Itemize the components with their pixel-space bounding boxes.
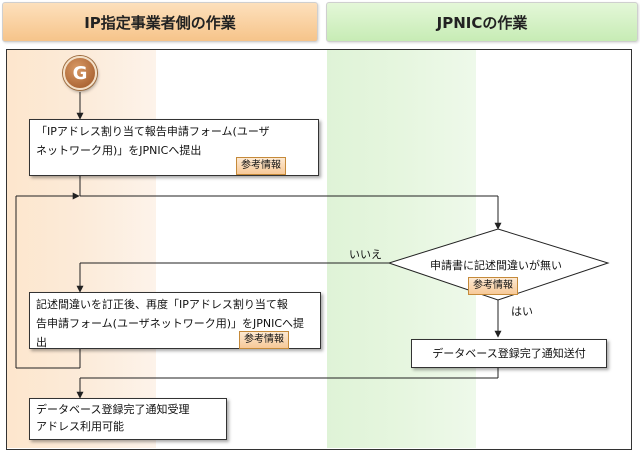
correct-resubmit-text-1: 記述間違いを訂正後、再度「IPアドレス割り当て報	[36, 298, 288, 311]
header-ip-registrar: IP指定事業者側の作業	[2, 2, 318, 42]
header-ip-registrar-label: IP指定事業者側の作業	[84, 13, 236, 32]
db-receive-text-2: アドレス利用可能	[36, 420, 124, 433]
db-notify-box: データベース登録完了通知送付	[411, 339, 607, 368]
correct-resubmit-text-2: 告申請フォーム(ユーザネットワーク用)」をJPNICへ提出	[36, 317, 305, 349]
header-jpnic: JPNICの作業	[326, 2, 638, 42]
header-jpnic-label: JPNICの作業	[436, 13, 528, 32]
branch-yes-label: はい	[511, 305, 533, 318]
reference-info-button-2[interactable]: 参考情報	[468, 277, 518, 295]
start-marker-g: G	[63, 56, 97, 90]
submit-form-text-2: ネットワーク用)」をJPNICへ提出	[36, 144, 202, 157]
db-receive-box: データベース登録完了通知受理 アドレス利用可能	[29, 398, 227, 440]
db-notify-text: データベース登録完了通知送付	[432, 347, 586, 360]
reference-info-button-3[interactable]: 参考情報	[239, 331, 289, 349]
correct-resubmit-box: 記述間違いを訂正後、再度「IPアドレス割り当て報 告申請フォーム(ユーザネットワ…	[29, 292, 321, 349]
decision-diamond	[387, 228, 610, 301]
reference-info-button-1[interactable]: 参考情報	[236, 157, 286, 175]
db-receive-text-1: データベース登録完了通知受理	[36, 403, 190, 416]
check-text: 申請書に記述間違いが無い	[430, 259, 562, 272]
submit-form-text-1: 「IPアドレス割り当て報告申請フォーム(ユーザ	[36, 125, 270, 138]
branch-no-label: いいえ	[349, 248, 382, 261]
start-marker-label: G	[72, 62, 88, 84]
